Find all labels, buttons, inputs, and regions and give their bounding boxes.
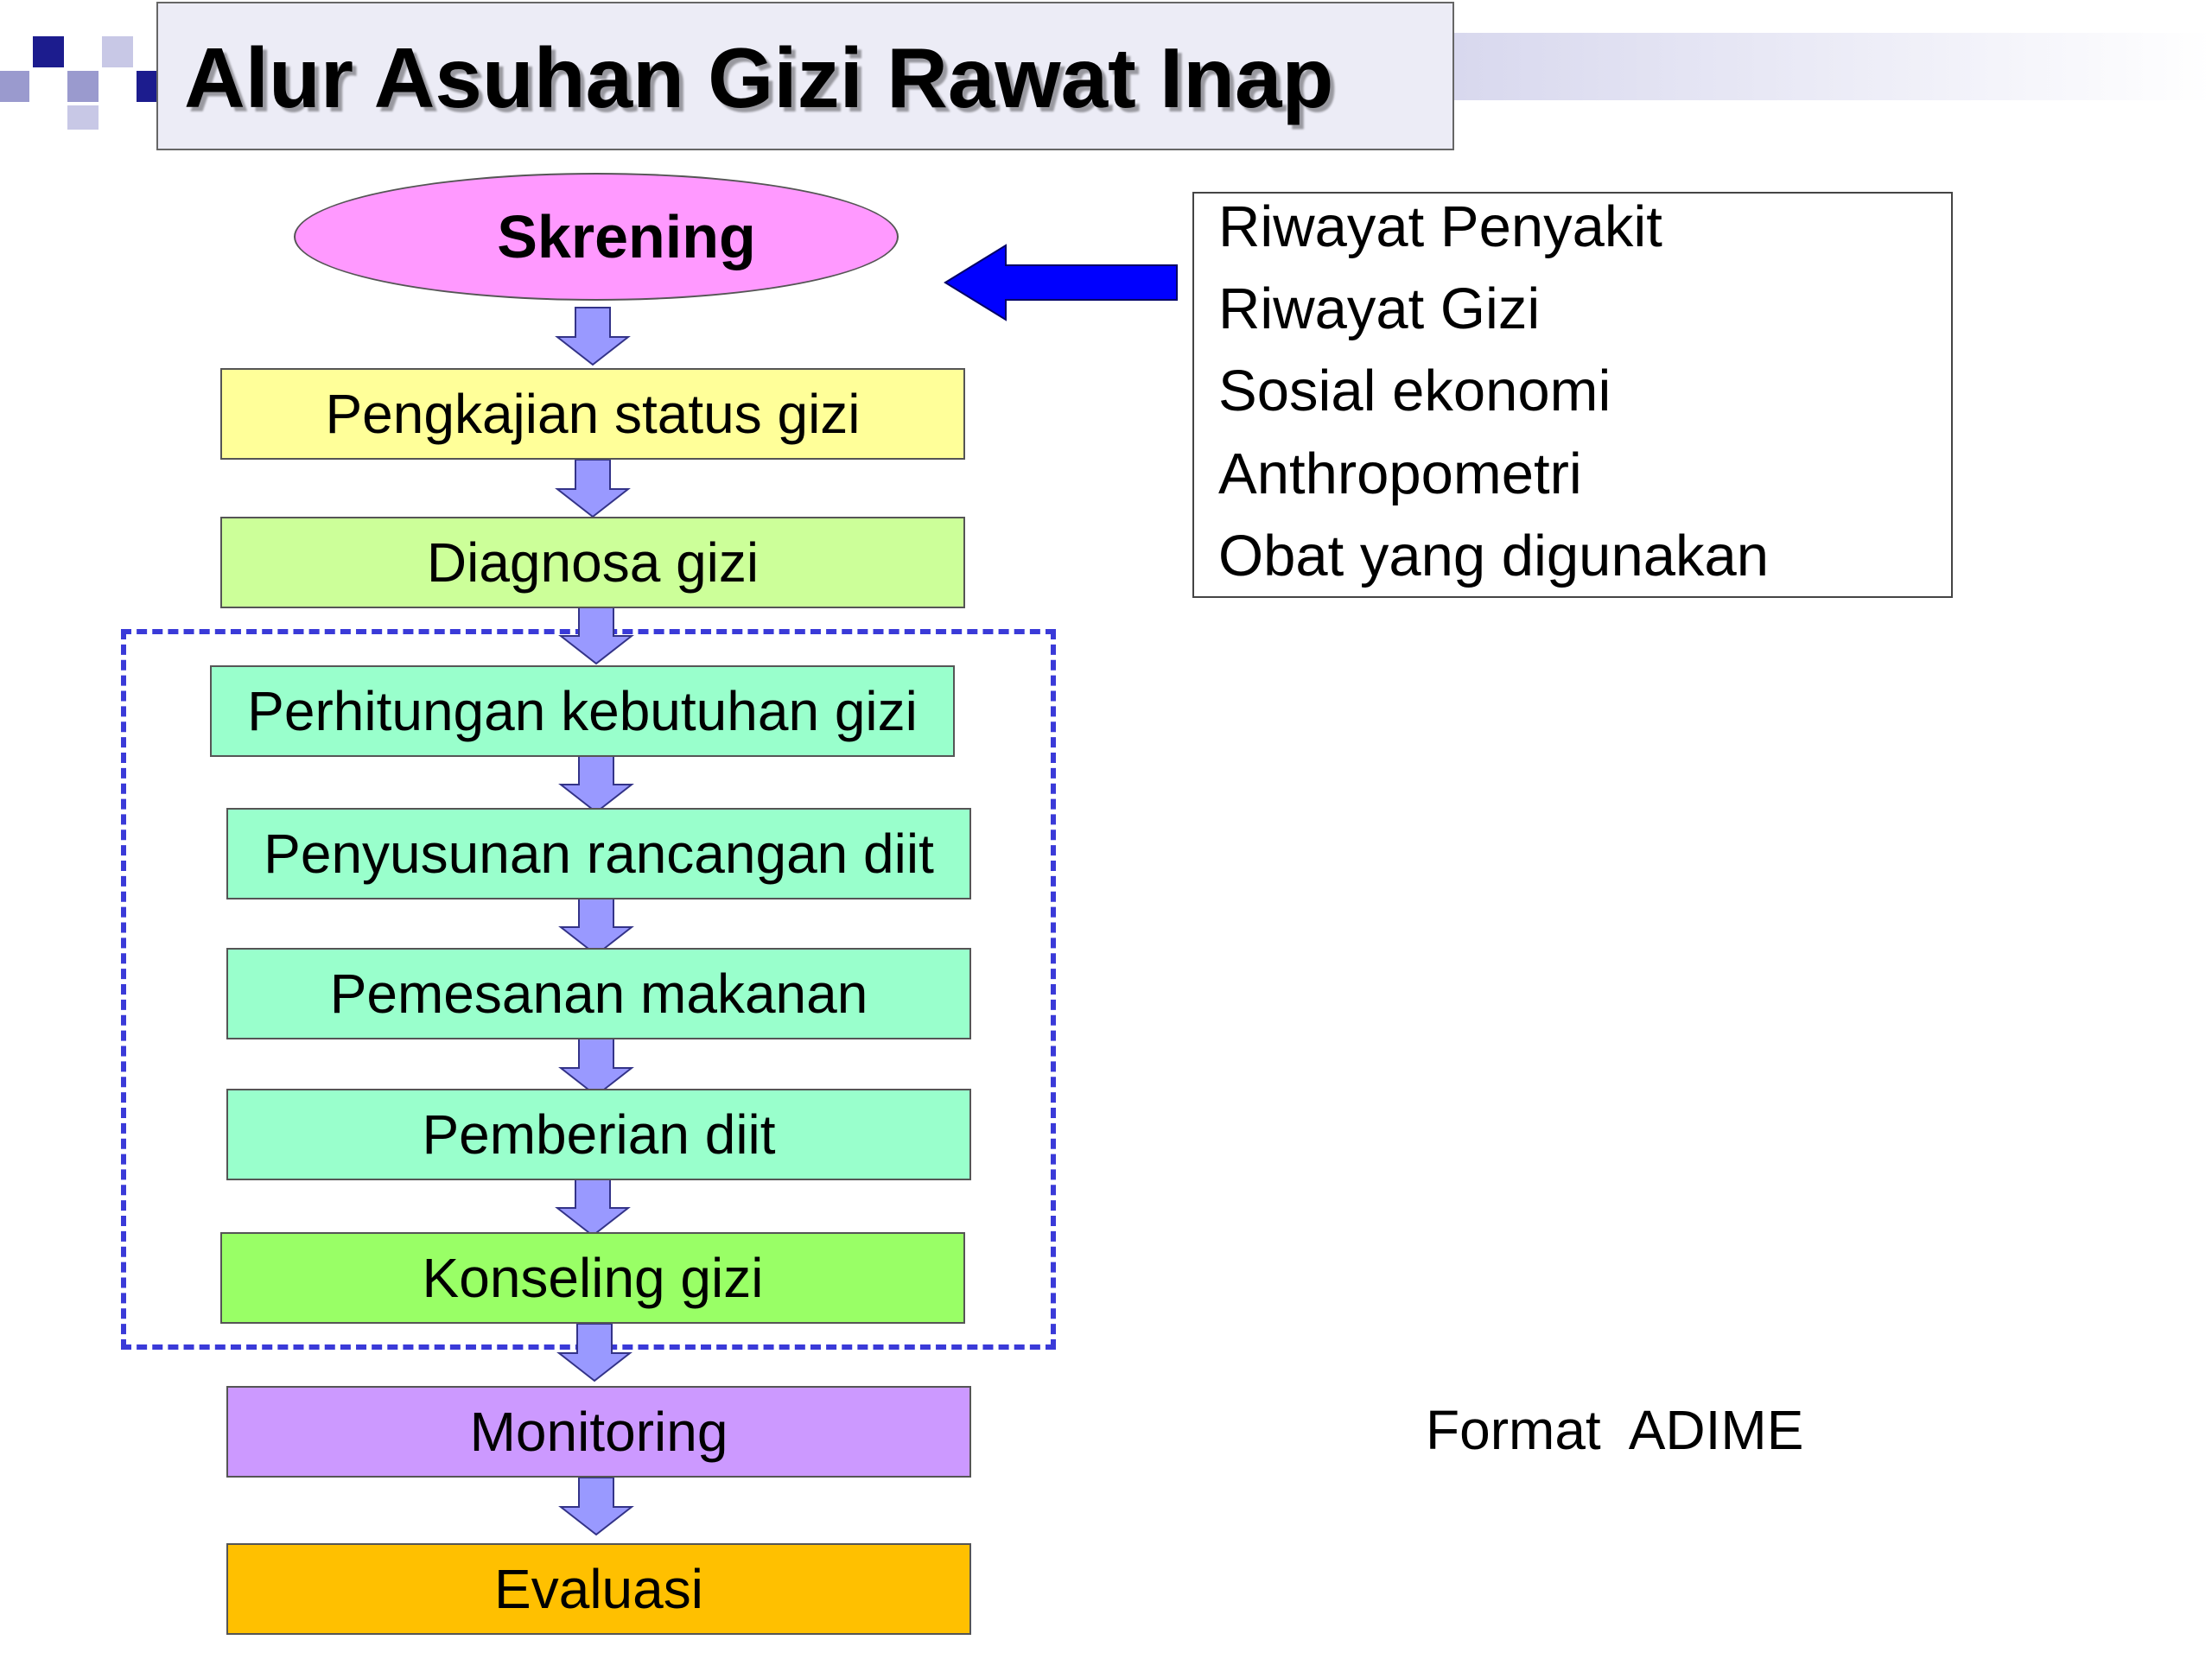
- title-band: [1454, 33, 2212, 100]
- screening-node: Skrening: [294, 173, 899, 301]
- screening-input-item: Anthropometri: [1218, 442, 1582, 506]
- step-assessment: Pengkajian status gizi: [220, 368, 965, 460]
- down-arrow-icon: [556, 1323, 632, 1382]
- down-arrow-icon: [558, 606, 634, 665]
- step-evaluation: Evaluasi: [226, 1543, 971, 1635]
- step-label: Pemesanan makanan: [329, 963, 868, 1025]
- down-arrow-icon: [558, 897, 634, 957]
- step-label: Perhitungan kebutuhan gizi: [247, 680, 918, 742]
- decor-square: [137, 71, 157, 102]
- step-diet-delivery: Pemberian diit: [226, 1089, 971, 1180]
- format-label: Format ADIME: [1426, 1399, 1804, 1461]
- decor-square: [67, 105, 99, 130]
- step-label: Diagnosa gizi: [426, 531, 760, 594]
- screening-inputs-box: Riwayat Penyakit Riwayat Gizi Sosial eko…: [1192, 192, 1953, 598]
- step-monitoring: Monitoring: [226, 1386, 971, 1478]
- screening-label: Skrening: [497, 203, 756, 270]
- down-arrow-icon: [555, 459, 631, 518]
- decor-square: [102, 36, 133, 67]
- step-food-ordering: Pemesanan makanan: [226, 948, 971, 1039]
- screening-input-item: Sosial ekonomi: [1218, 359, 1611, 423]
- down-arrow-icon: [555, 307, 631, 366]
- step-diet-planning: Penyusunan rancangan diit: [226, 808, 971, 899]
- step-label: Penyusunan rancangan diit: [264, 823, 934, 885]
- down-arrow-icon: [558, 1477, 634, 1536]
- step-label: Pengkajian status gizi: [325, 383, 861, 445]
- down-arrow-icon: [555, 1178, 631, 1237]
- page-title: Alur Asuhan Gizi Rawat Inap: [184, 30, 1334, 125]
- decor-square: [67, 71, 99, 102]
- down-arrow-icon: [558, 1038, 634, 1097]
- step-diagnosis: Diagnosa gizi: [220, 517, 965, 608]
- input-arrow-icon: [944, 244, 1178, 321]
- step-needs-calculation: Perhitungan kebutuhan gizi: [210, 665, 955, 757]
- title-box: Alur Asuhan Gizi Rawat Inap: [156, 2, 1454, 150]
- decor-square: [33, 36, 64, 67]
- step-label: Monitoring: [469, 1401, 728, 1463]
- screening-input-item: Riwayat Gizi: [1218, 276, 1541, 341]
- screening-input-item: Obat yang digunakan: [1218, 524, 1769, 588]
- down-arrow-icon: [558, 754, 634, 814]
- step-counseling: Konseling gizi: [220, 1232, 965, 1324]
- step-label: Evaluasi: [494, 1558, 703, 1620]
- decor-square: [0, 71, 29, 102]
- screening-input-item: Riwayat Penyakit: [1218, 194, 1662, 259]
- step-label: Konseling gizi: [422, 1247, 764, 1309]
- step-label: Pemberian diit: [422, 1103, 776, 1166]
